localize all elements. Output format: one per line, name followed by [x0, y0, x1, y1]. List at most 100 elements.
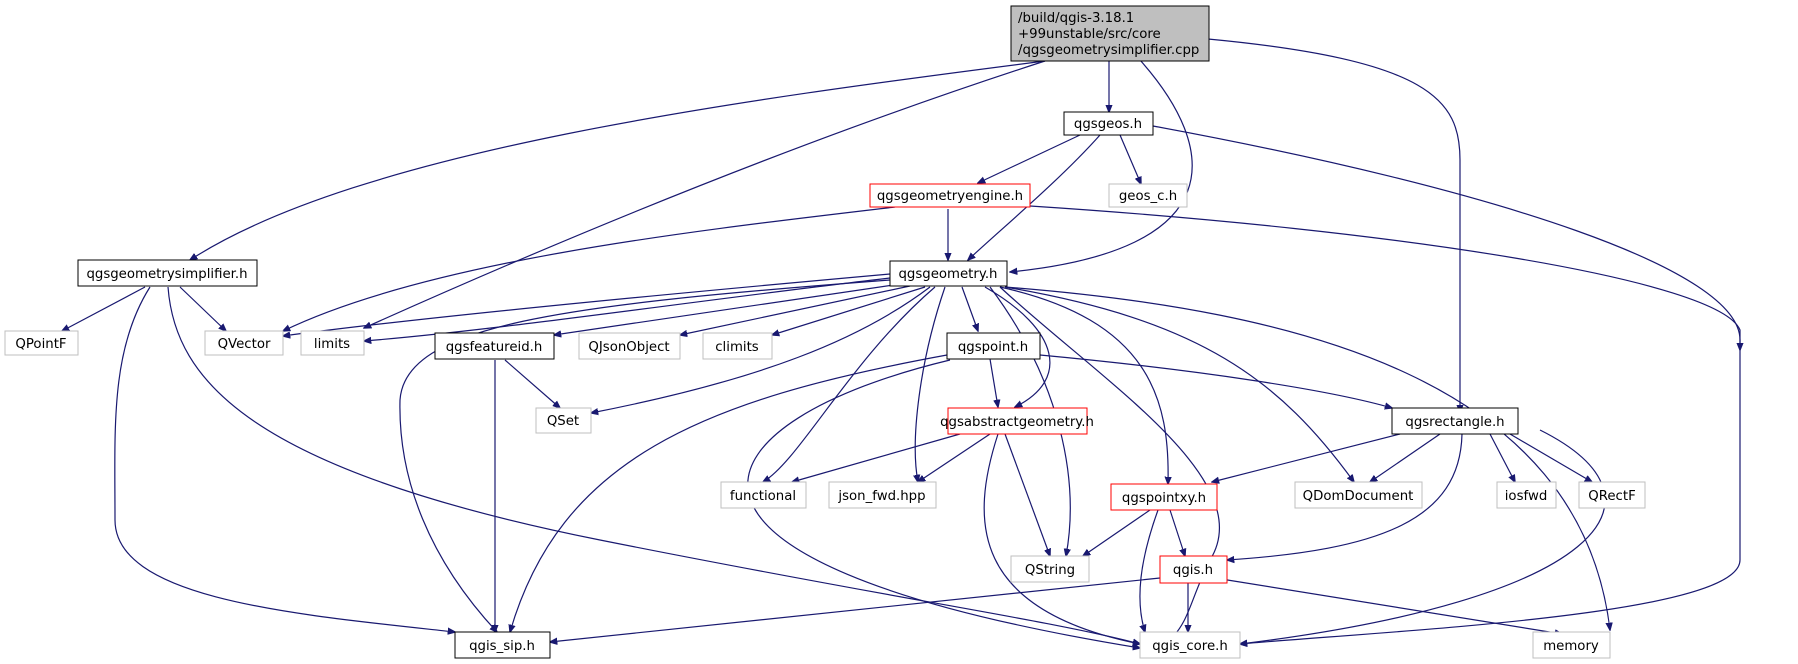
edge-qgis-memory	[1214, 577, 1562, 634]
edge-geos-geosc	[1119, 134, 1141, 184]
edge-geometry-climits	[772, 286, 926, 335]
node-qgsgeos-h[interactable]: qgsgeos.h	[1063, 111, 1154, 136]
edge-root-simplifier	[190, 60, 1046, 260]
edge-root-rectangle	[1207, 38, 1460, 412]
edge-pointxy-core	[1140, 509, 1159, 632]
node-label: geos_c.h	[1119, 189, 1177, 204]
edge-simp-sip	[114, 286, 455, 632]
node-label: qgsgeometryengine.h	[877, 189, 1023, 204]
edge-absgeom-qstring	[1004, 433, 1050, 556]
root-line-1: /build/qgis-3.18.1	[1018, 11, 1134, 26]
nodes: /build/qgis-3.18.1 +99unstable/src/core …	[4, 5, 1646, 659]
node-label: qgsgeos.h	[1074, 117, 1142, 132]
edge-geometry-memory	[1004, 286, 1610, 630]
edge-geos-geometry	[968, 134, 1101, 260]
edge-qgspoint-rect	[1039, 354, 1392, 408]
edge-simp-qvector	[179, 286, 226, 331]
node-qvector[interactable]: QVector	[204, 330, 284, 356]
node-memory[interactable]: memory	[1532, 631, 1611, 659]
edge-simp-core	[167, 286, 1140, 644]
node-label: QRectF	[1588, 489, 1635, 504]
edges	[62, 38, 1741, 648]
node-qgsabstractgeometry-h[interactable]: qgsabstractgeometry.h	[940, 407, 1094, 435]
edge-geometry-qgspoint	[961, 286, 978, 331]
node-label: qgis_core.h	[1152, 639, 1228, 654]
node-label: qgis.h	[1173, 563, 1213, 578]
node-label: QJsonObject	[588, 340, 669, 355]
edge-rect-qrectf	[1509, 433, 1592, 482]
edge-geometry-pointxy	[999, 286, 1168, 484]
edge-geometry-qdom	[1004, 286, 1354, 482]
node-qgspoint-h[interactable]: qgspoint.h	[946, 332, 1041, 360]
edge-root-geometry	[1010, 59, 1193, 272]
edge-geos-engine	[978, 134, 1081, 183]
edge-rect-core	[1240, 429, 1606, 644]
edge-rect-qdom	[1370, 433, 1441, 482]
edge-geometry-jsonfwd	[915, 286, 946, 482]
node-functional[interactable]: functional	[720, 481, 807, 509]
node-qgis-core-h[interactable]: qgis_core.h	[1139, 631, 1241, 659]
node-qgsrectangle-h[interactable]: qgsrectangle.h	[1391, 407, 1519, 435]
node-label: qgsabstractgeometry.h	[940, 415, 1094, 430]
edge-geometry-limits	[364, 277, 891, 341]
node-label: QString	[1025, 563, 1075, 578]
node-label: qgsgeometrysimplifier.h	[86, 267, 247, 282]
node-qgis-sip-h[interactable]: qgis_sip.h	[454, 631, 551, 659]
edge-qgis-sip	[550, 577, 1161, 642]
node-root-file[interactable]: /build/qgis-3.18.1 +99unstable/src/core …	[1010, 5, 1210, 62]
node-iosfwd[interactable]: iosfwd	[1496, 481, 1557, 509]
node-label: memory	[1543, 639, 1599, 654]
edge-geos-core	[1152, 125, 1741, 644]
node-label: qgsfeatureid.h	[446, 340, 543, 355]
node-qgsfeatureid-h[interactable]: qgsfeatureid.h	[434, 332, 555, 360]
edge-geometry-featureid	[554, 283, 901, 335]
node-qgsgeometryengine-h[interactable]: qgsgeometryengine.h	[869, 183, 1031, 208]
node-qgsgeometrysimplifier-h[interactable]: qgsgeometrysimplifier.h	[77, 259, 258, 287]
node-qpointf[interactable]: QPointF	[4, 330, 79, 356]
edge-root-limits	[364, 60, 1046, 328]
node-geos-c-h[interactable]: geos_c.h	[1108, 183, 1188, 208]
edge-absgeom-func	[792, 433, 961, 482]
edge-pointxy-qgis	[1169, 509, 1185, 556]
node-label: qgis_sip.h	[469, 639, 535, 654]
edge-rect-pointxy	[1212, 433, 1401, 482]
edge-pointxy-qstring	[1083, 509, 1151, 556]
edge-geometry-qjson	[680, 285, 911, 335]
edge-featureid-qset	[504, 359, 560, 408]
node-qgsgeometry-h[interactable]: qgsgeometry.h	[889, 260, 1008, 287]
node-qjsonobject[interactable]: QJsonObject	[578, 332, 681, 360]
node-json-fwd-hpp[interactable]: json_fwd.hpp	[828, 481, 937, 509]
node-label: qgspointxy.h	[1122, 491, 1206, 506]
edge-geometry-qvector	[283, 273, 891, 336]
edge-absgeom-jsonfwd	[918, 433, 991, 482]
node-label: qgsrectangle.h	[1405, 415, 1504, 430]
node-qstring[interactable]: QString	[1010, 555, 1090, 583]
node-label: json_fwd.hpp	[837, 489, 925, 504]
root-line-3: /qgsgeometrysimplifier.cpp	[1018, 43, 1199, 58]
node-label: limits	[314, 337, 350, 352]
node-climits[interactable]: climits	[702, 332, 773, 360]
node-label: climits	[715, 340, 759, 355]
edge-rect-iosfwd	[1489, 433, 1515, 482]
node-label: qgsgeometry.h	[898, 267, 997, 282]
edge-geometry-func	[763, 286, 936, 482]
edge-qgspoint-sip	[510, 354, 948, 632]
edge-engine-core	[1029, 205, 1740, 350]
edge-rect-qgis	[1227, 433, 1463, 560]
node-qgspointxy-h[interactable]: qgspointxy.h	[1110, 483, 1218, 511]
edge-geometry-absgeom	[984, 286, 1051, 407]
edge-absgeom-core	[983, 433, 1140, 644]
edge-engine-qvector	[283, 206, 896, 331]
node-label: QVector	[218, 337, 271, 352]
node-limits[interactable]: limits	[300, 330, 365, 356]
node-qrectf[interactable]: QRectF	[1578, 481, 1646, 509]
node-label: iosfwd	[1505, 489, 1548, 504]
node-qgis-h[interactable]: qgis.h	[1159, 555, 1228, 584]
node-label: QPointF	[15, 337, 66, 352]
edge-geometry-sip	[399, 279, 891, 632]
node-label: qgspoint.h	[958, 340, 1028, 355]
node-qdomdocument[interactable]: QDomDocument	[1294, 481, 1423, 509]
node-qset[interactable]: QSet	[535, 407, 592, 434]
edge-geometry-qset	[591, 286, 931, 413]
